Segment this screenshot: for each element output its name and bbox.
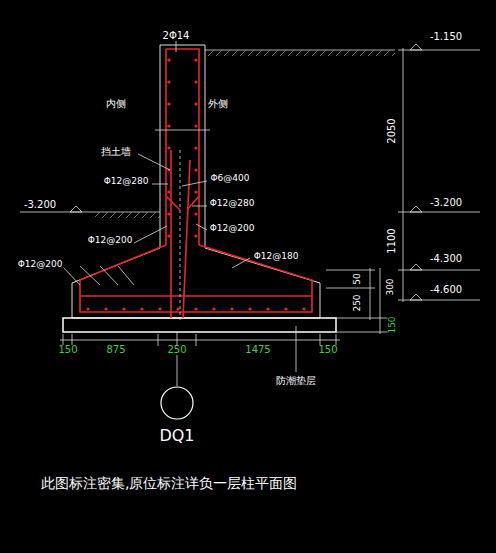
rebar-dot [194,58,197,61]
rebar-dot [194,190,197,193]
rebar-dot [167,102,170,105]
dimension: 150 [317,345,338,355]
dimension: 150 [388,315,397,334]
rebar-dot [194,146,197,149]
dimension: 300 [386,277,395,296]
rebar-dot [266,307,269,310]
rebar-dot [167,146,170,149]
rebar-dot [167,234,170,237]
rebar-dot [167,58,170,61]
dimension: 250 [353,293,362,312]
dimension: 250 [166,345,187,355]
rebar-dot [167,190,170,193]
detail-name: DQ1 [158,428,195,444]
rebar-dot [194,102,197,105]
dimension: 1100 [387,227,397,254]
elevation: -1.150 [429,32,463,42]
rebar-dot [284,307,287,310]
elevation: -4.300 [429,254,463,264]
rebar-label: 2Φ14 [162,31,191,41]
elevation: -4.600 [429,285,463,295]
caption: 此图标注密集,原位标注详负一层柱平面图 [40,476,298,490]
rebar-dot [194,212,197,215]
marker-circle [161,387,193,419]
rebar-label: Φ6@400 [210,174,251,183]
dimension: 1475 [244,345,271,355]
rebar-dot [176,307,179,310]
side-label: 内侧 [105,99,127,109]
rebar-dot [167,80,170,83]
rebar-dot [86,307,89,310]
rebar-dot [167,124,170,127]
rebar-dot [167,212,170,215]
rebar-dot [212,307,215,310]
side-label: 外侧 [207,99,229,109]
rebar-dot [104,307,107,310]
rebar-dot [140,307,143,310]
dimension: 50 [353,272,362,285]
rebar-dot [302,307,305,310]
rebar-label: Φ12@280 [209,199,256,208]
rebar-dot [158,307,161,310]
dimension: 150 [57,345,78,355]
rebar-dot [230,307,233,310]
rebar-dot [248,307,251,310]
rebar-dot [194,80,197,83]
rebar-dot [194,124,197,127]
elevation: -3.200 [23,200,57,210]
rebar-label: Φ12@280 [103,177,150,186]
rebar-dot [122,307,125,310]
marker-circle [160,386,194,420]
detail-marker: DQ1 [160,386,194,420]
rebar-label: Φ12@200 [209,224,256,233]
note: 防潮垫层 [275,376,317,386]
rebar-label: Φ12@200 [17,260,64,269]
rebar-dot [194,307,197,310]
rebar-dot [194,234,197,237]
dimension: 2050 [387,117,397,144]
part-label: 挡土墙 [100,147,132,157]
elevation: -3.200 [429,198,463,208]
rebar-dot [194,168,197,171]
rebar-label: Φ12@200 [87,236,134,245]
dimension: 875 [105,345,126,355]
rebar-label: Φ12@180 [253,252,300,261]
